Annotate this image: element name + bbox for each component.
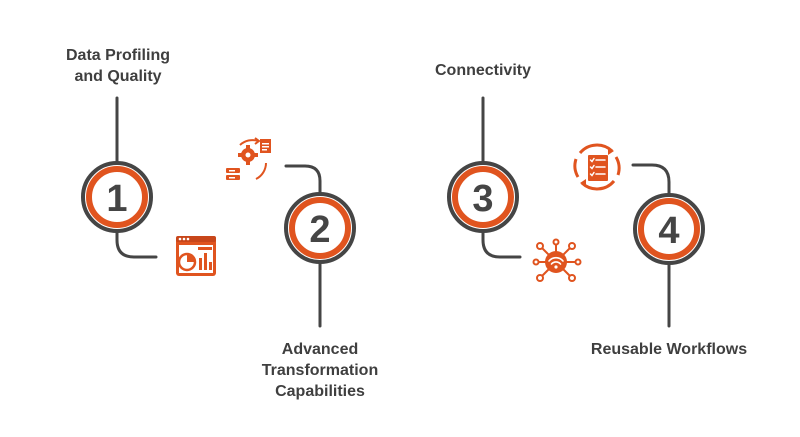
gear-document-cycle-icon [226, 137, 271, 180]
step-label-3-line-1: Connectivity [434, 62, 531, 79]
step-number-4: 4 [658, 210, 679, 252]
step-label-1: Data Profiling and Quality [37, 45, 199, 87]
step-label-2-line-3: Capabilities [275, 383, 365, 400]
step-label-3: Connectivity [403, 60, 563, 81]
step-circle-3: 3 [447, 161, 519, 233]
connector-4 [631, 163, 671, 328]
wifi-network-nodes-icon [532, 238, 582, 282]
step-label-2-line-1: Advanced [281, 341, 359, 358]
step-number-2: 2 [309, 209, 330, 251]
step-label-4-line-1: Reusable Workflows [590, 341, 748, 358]
step-circle-1: 1 [81, 161, 153, 233]
step-label-2-line-2: Transformation [261, 362, 379, 379]
connector-2 [284, 164, 322, 328]
step-circle-4: 4 [633, 193, 705, 265]
step-label-2: Advanced Transformation Capabilities [240, 339, 400, 402]
connector-1 [115, 96, 158, 259]
step-circle-2: 2 [284, 192, 356, 264]
step-label-1-line-1: Data Profiling [65, 47, 170, 64]
step-label-1-line-2: and Quality [74, 68, 162, 85]
step-number-1: 1 [106, 178, 127, 220]
step-number-3: 3 [472, 178, 493, 220]
data-dashboard-icon [176, 236, 216, 276]
step-label-4: Reusable Workflows [569, 339, 769, 360]
connector-3 [481, 96, 522, 259]
checklist-cycle-icon [573, 143, 621, 191]
